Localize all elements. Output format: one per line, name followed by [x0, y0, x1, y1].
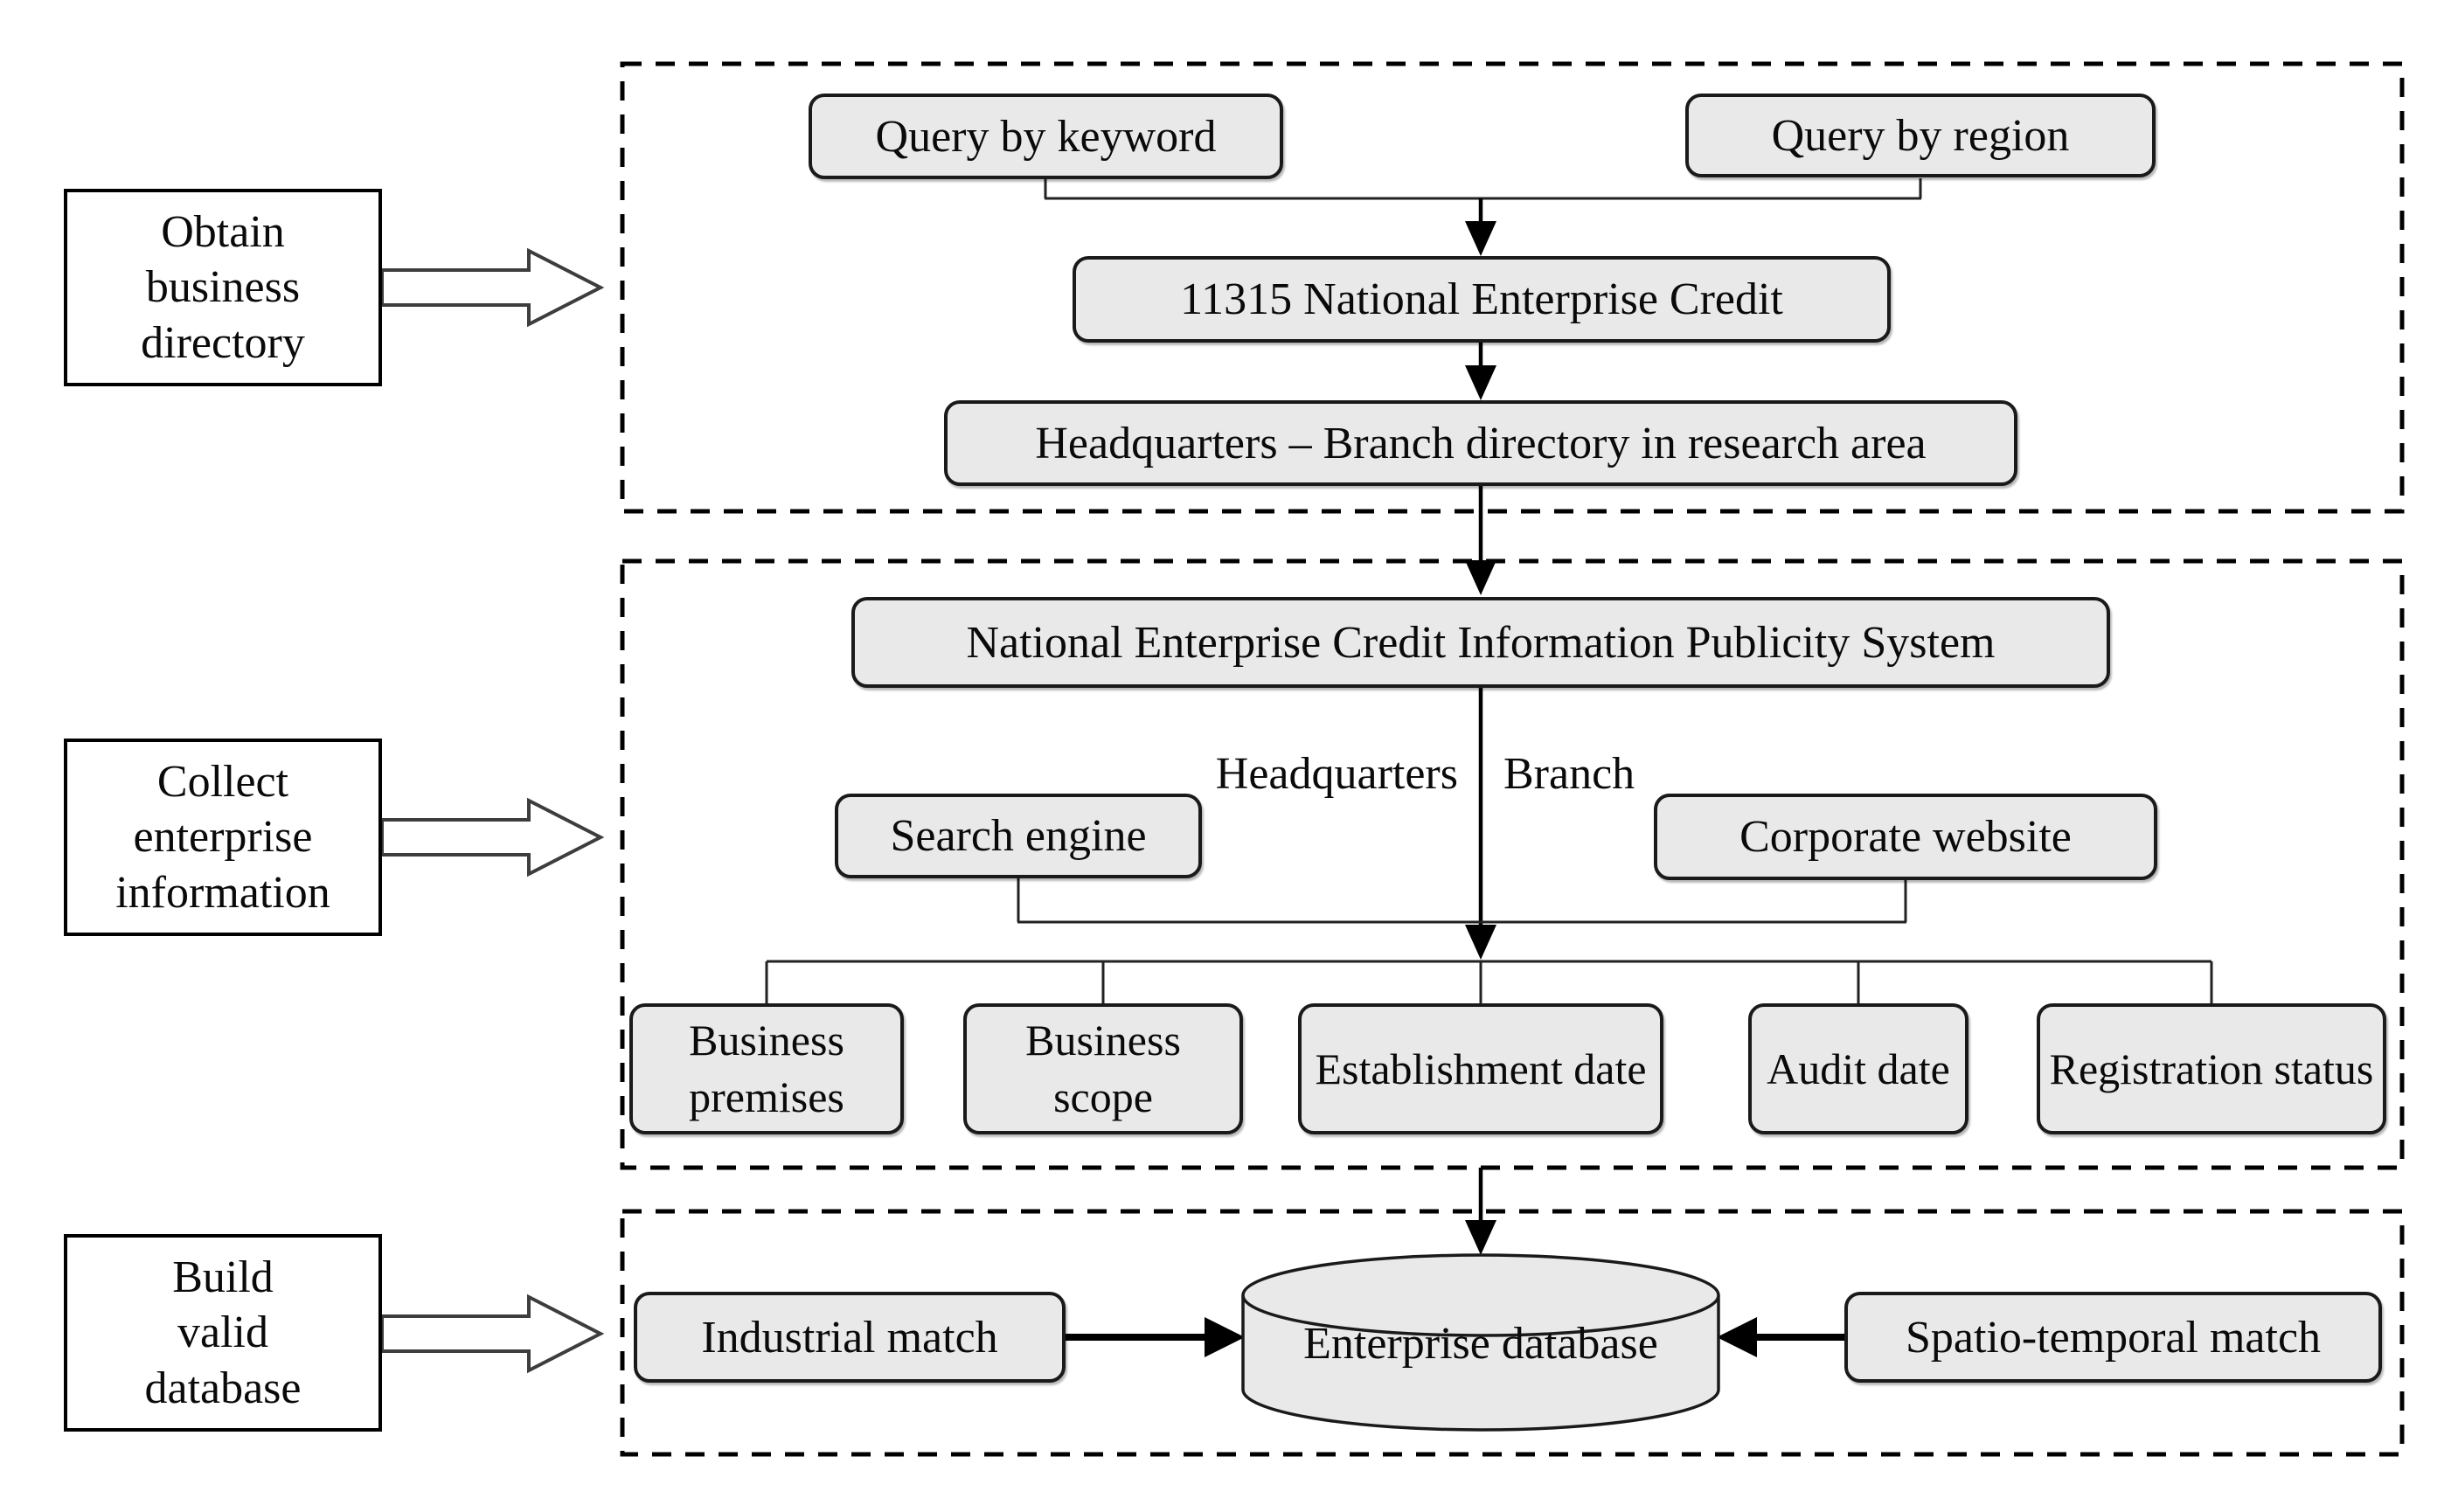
- attribute-distributor-connector: [765, 960, 2213, 1003]
- stage-build-valid-database: Build valid database: [64, 1234, 382, 1432]
- arrowhead-down-icon: [1465, 925, 1496, 960]
- node-search-engine: Search engine: [835, 794, 1202, 878]
- label-enterprise-database: Enterprise database: [1303, 1319, 1658, 1369]
- label-branch: Branch: [1503, 749, 1635, 799]
- node-registration-status: Registration status: [2037, 1003, 2386, 1134]
- node-credit-information-publicity-system: National Enterprise Credit Information P…: [851, 597, 2110, 688]
- stage3-block-arrow-icon: [380, 1294, 605, 1374]
- node-headquarters-branch-directory: Headquarters – Branch directory in resea…: [944, 400, 2017, 486]
- node-corporate-website: Corporate website: [1654, 794, 2157, 880]
- node-query-by-region: Query by region: [1685, 94, 2156, 177]
- arrowhead-down-icon: [1465, 221, 1496, 256]
- stage-collect-enterprise-information: Collect enterprise information: [64, 739, 382, 936]
- arrow-directory-to-system: [1465, 486, 1496, 595]
- arrow-attributes-to-database: [1465, 1168, 1496, 1255]
- node-establishment-date: Establishment date: [1298, 1003, 1663, 1134]
- arrow-spatio-to-database: [1717, 1317, 1844, 1357]
- node-industrial-match: Industrial match: [634, 1292, 1066, 1383]
- stage2-block-arrow-icon: [380, 797, 605, 877]
- stage1-block-arrow-icon: [380, 247, 605, 328]
- arrow-credit-to-directory: [1465, 343, 1496, 400]
- arrow-queries-to-credit: [1465, 198, 1496, 256]
- node-11315-national-enterprise-credit: 11315 National Enterprise Credit: [1073, 256, 1891, 343]
- arrowhead-down-icon: [1465, 1220, 1496, 1255]
- query-merge-connector: [1044, 178, 1922, 200]
- node-audit-date: Audit date: [1748, 1003, 1968, 1134]
- label-headquarters: Headquarters: [1215, 749, 1458, 799]
- arrow-system-to-attributes: [1465, 688, 1496, 960]
- arrowhead-right-icon: [1205, 1317, 1245, 1357]
- arrowhead-left-icon: [1717, 1317, 1757, 1357]
- sources-merge-connector: [1017, 878, 1907, 924]
- node-business-premises: Business premises: [629, 1003, 904, 1134]
- stage-obtain-business-directory: Obtain business directory: [64, 189, 382, 386]
- section3-dashed-border: [620, 1209, 2405, 1457]
- node-spatio-temporal-match: Spatio-temporal match: [1844, 1292, 2382, 1383]
- section2-dashed-border: [620, 558, 2405, 1170]
- arrowhead-down-icon: [1465, 365, 1496, 400]
- section1-dashed-border: [620, 61, 2405, 514]
- arrowhead-down-icon: [1465, 560, 1496, 595]
- database-cylinder-icon: [1241, 1253, 1720, 1432]
- arrow-industrial-to-database: [1066, 1317, 1245, 1357]
- node-business-scope: Business scope: [963, 1003, 1243, 1134]
- node-query-by-keyword: Query by keyword: [809, 94, 1283, 179]
